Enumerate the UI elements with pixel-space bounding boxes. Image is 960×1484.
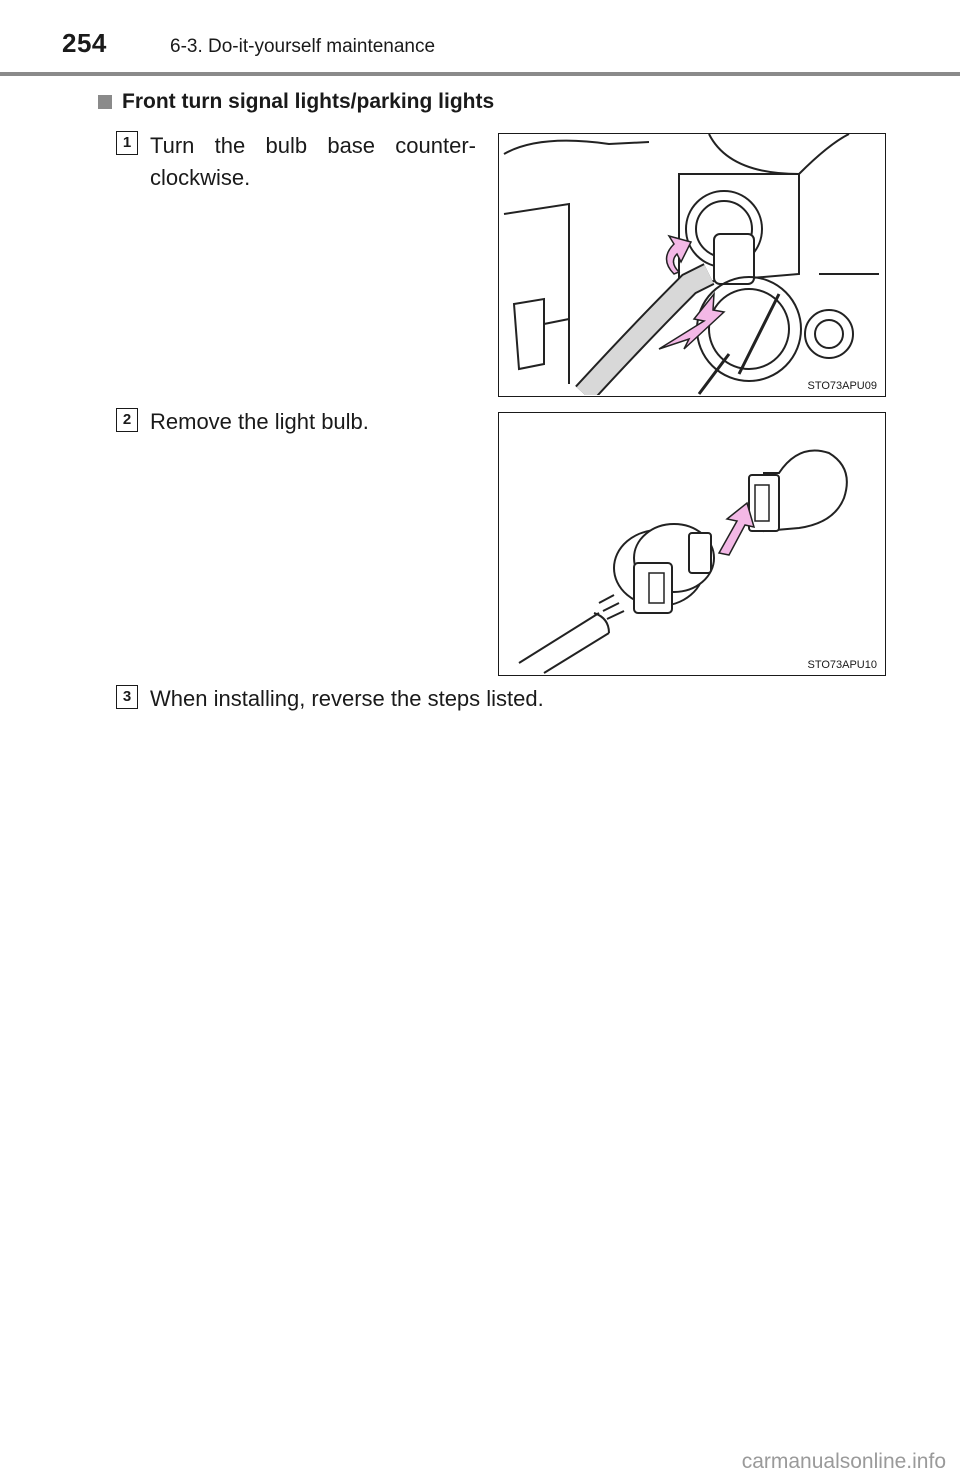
step-3-text: When installing, reverse the steps liste… [150,686,544,711]
step-2-text: Remove the light bulb. [150,409,369,434]
figure-bulb-base-rotation: STO73APU09 [498,133,886,397]
headlight-socket-illustration [503,134,879,395]
step-badge-1: 1 [116,131,138,155]
rotate-arrow-icon [665,234,693,275]
figure-code-2: STO73APU10 [805,659,879,671]
page-number: 254 [62,28,107,58]
pull-arrow-icon [658,291,726,350]
heading-text: Front turn signal lights/parking lights [122,90,495,113]
step-1-text: Turn the bulb base counter- clockwise. [150,130,476,194]
section-title: 6-3. Do-it-yourself maintenance [170,36,436,57]
section-heading: Front turn signal lights/parking lights [98,90,494,114]
step-1-line-1: Turn the bulb base counter- [150,133,476,158]
figure-code-1: STO73APU09 [805,380,879,392]
heading-square-icon [98,95,112,109]
figure-remove-bulb: STO73APU10 [498,412,886,676]
insert-arrow-icon [717,501,756,556]
bulb-removal-illustration [518,449,848,674]
step-1-line-2: clockwise. [150,165,251,190]
watermark: carmanualsonline.info [741,1450,946,1473]
step-badge-3: 3 [116,685,138,709]
header-rule [0,72,960,76]
step-badge-2: 2 [116,408,138,432]
